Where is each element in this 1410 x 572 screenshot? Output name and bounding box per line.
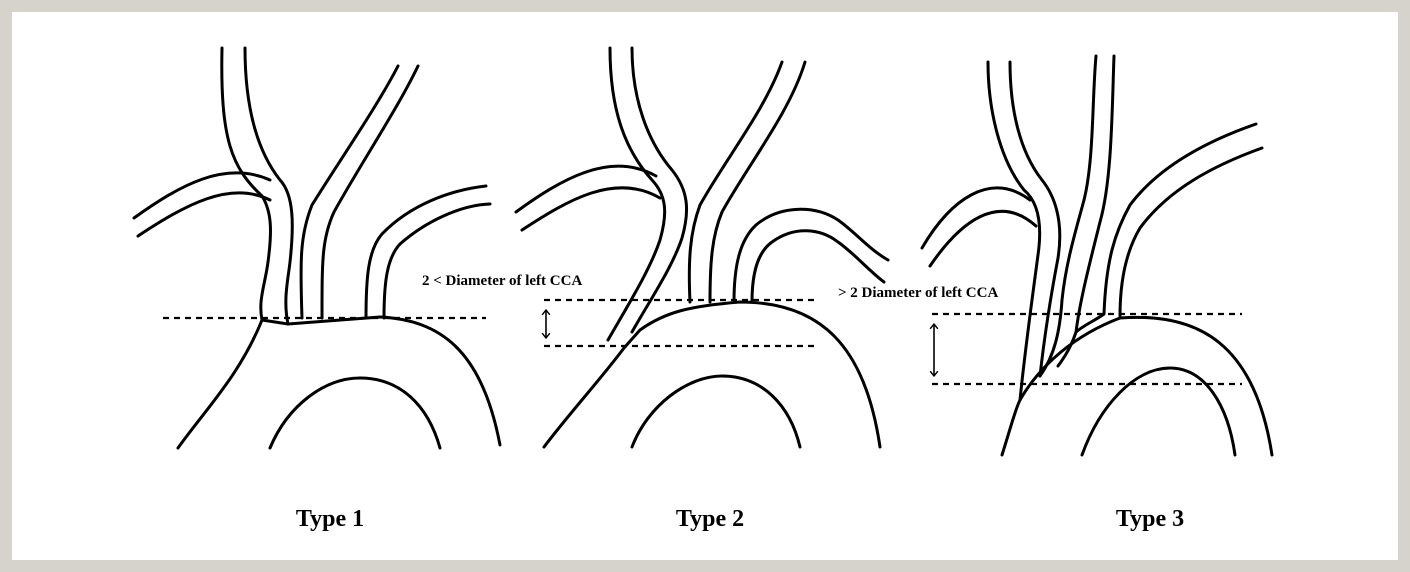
type3-label: Type 3	[1116, 506, 1184, 532]
type1-brachiocephalic-trunk	[222, 48, 293, 324]
type3-right-subclavian	[922, 188, 1036, 266]
type3-left-subclavian	[1076, 124, 1262, 332]
type2-measure-annotation: 2 < Diameter of left CCA	[422, 273, 582, 289]
type3-aortic-arch	[1002, 317, 1272, 455]
type2-aortic-arch	[544, 302, 880, 447]
type3-brachiocephalic-trunk	[988, 62, 1060, 400]
type3-arch-panel: > 2 Diameter of left CCA Type 3	[838, 56, 1272, 532]
type2-right-subclavian	[516, 166, 660, 230]
type3-measure-annotation: > 2 Diameter of left CCA	[838, 285, 998, 301]
type2-label: Type 2	[676, 506, 744, 532]
type1-arch-panel: Type 1	[134, 48, 500, 532]
type2-left-cca	[689, 62, 805, 302]
type3-left-cca	[1040, 56, 1114, 376]
type1-left-cca	[301, 66, 418, 318]
type2-brachiocephalic-trunk	[608, 48, 687, 340]
type1-aortic-arch	[178, 317, 500, 448]
type1-label: Type 1	[296, 506, 364, 532]
type2-arch-panel: 2 < Diameter of left CCA Type 2	[422, 48, 888, 532]
type1-left-subclavian	[366, 186, 490, 318]
